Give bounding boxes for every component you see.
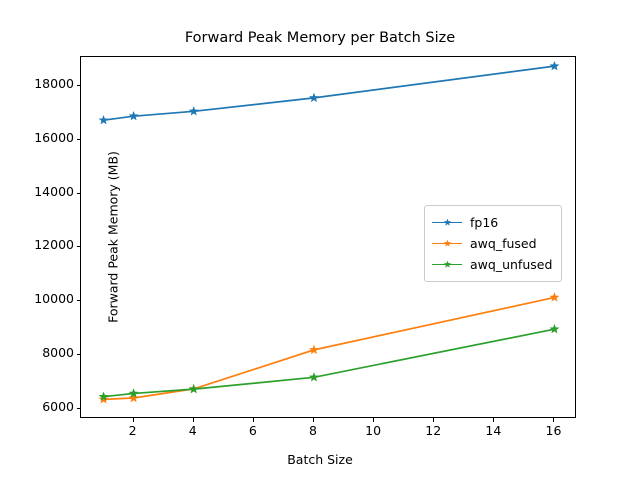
y-tick-label: 14000 bbox=[34, 183, 74, 199]
data-point-marker bbox=[188, 106, 199, 116]
y-tick-label: 6000 bbox=[42, 398, 74, 414]
y-tick-label: 12000 bbox=[34, 237, 74, 253]
legend-swatch bbox=[432, 217, 462, 229]
x-tick-mark bbox=[493, 418, 495, 422]
chart-legend: fp16 awq_fused awq_unfused bbox=[424, 205, 563, 282]
legend-label: awq_fused bbox=[470, 236, 537, 251]
series-awq_unfused bbox=[98, 323, 560, 401]
data-point-marker bbox=[309, 92, 319, 103]
legend-label: fp16 bbox=[470, 215, 499, 230]
x-tick-label: 4 bbox=[188, 423, 197, 438]
series-fp16 bbox=[98, 60, 560, 125]
data-point-marker bbox=[549, 323, 560, 334]
series-layer bbox=[98, 60, 560, 404]
legend-label: awq_unfused bbox=[470, 257, 553, 272]
y-tick-mark bbox=[76, 407, 80, 409]
x-tick-label: 12 bbox=[425, 423, 442, 438]
chart-title: Forward Peak Memory per Batch Size bbox=[184, 30, 456, 46]
y-tick-label: 16000 bbox=[34, 129, 74, 145]
series-line bbox=[103, 65, 555, 122]
y-tick-mark bbox=[76, 138, 80, 140]
data-point-marker bbox=[188, 383, 199, 394]
y-tick-mark bbox=[76, 85, 80, 87]
y-tick-mark bbox=[76, 300, 80, 302]
data-point-marker bbox=[98, 115, 109, 125]
series-line bbox=[103, 296, 555, 401]
x-tick-label: 6 bbox=[248, 423, 257, 438]
series-awq_fused bbox=[98, 292, 560, 404]
data-point-marker bbox=[128, 388, 139, 398]
legend-swatch bbox=[432, 259, 462, 271]
x-tick-label: 14 bbox=[485, 423, 502, 438]
x-tick-label: 8 bbox=[308, 423, 317, 438]
data-point-marker bbox=[549, 292, 560, 302]
data-point-marker bbox=[309, 372, 319, 382]
data-point-marker bbox=[98, 391, 109, 401]
y-tick-mark bbox=[76, 246, 80, 248]
legend-item-fp16[interactable]: fp16 bbox=[432, 212, 552, 233]
y-tick-mark bbox=[76, 192, 80, 194]
x-tick-mark bbox=[252, 418, 254, 422]
series-line bbox=[103, 328, 555, 398]
y-tick-label: 10000 bbox=[34, 291, 74, 307]
x-tick-label: 2 bbox=[128, 423, 137, 438]
legend-item-awq_fused[interactable]: awq_fused bbox=[432, 233, 552, 254]
y-tick-label: 8000 bbox=[42, 344, 74, 360]
legend-star-icon bbox=[443, 239, 452, 247]
x-tick-mark bbox=[132, 418, 134, 422]
data-point-marker bbox=[98, 394, 109, 404]
legend-swatch bbox=[432, 238, 462, 250]
legend-item-awq_unfused[interactable]: awq_unfused bbox=[432, 254, 552, 275]
x-axis-label: Batch Size bbox=[287, 452, 353, 467]
data-point-marker bbox=[128, 392, 139, 403]
x-tick-mark bbox=[192, 418, 194, 422]
x-tick-mark bbox=[312, 418, 314, 422]
legend-star-icon bbox=[443, 218, 452, 226]
data-point-marker bbox=[309, 344, 319, 355]
x-tick-label: 16 bbox=[545, 423, 562, 438]
x-tick-mark bbox=[433, 418, 435, 422]
x-tick-label: 10 bbox=[365, 423, 382, 438]
y-tick-label: 18000 bbox=[34, 76, 74, 92]
plot-inner bbox=[81, 57, 575, 417]
data-point-marker bbox=[128, 110, 139, 121]
data-point-marker bbox=[549, 60, 560, 71]
legend-star-icon bbox=[443, 260, 452, 268]
y-tick-mark bbox=[76, 353, 80, 355]
x-tick-mark bbox=[373, 418, 375, 422]
x-tick-mark bbox=[553, 418, 555, 422]
